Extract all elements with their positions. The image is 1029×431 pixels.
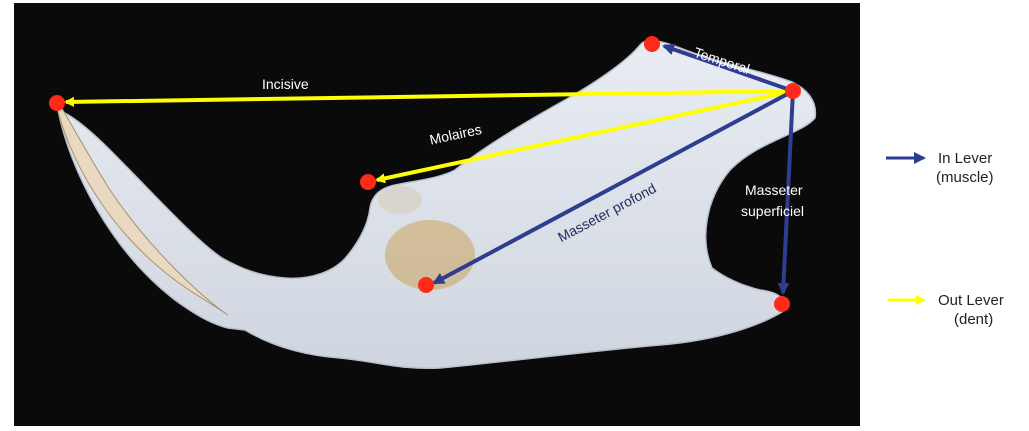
- landmark-molar: [360, 174, 376, 190]
- legend-out-lever-line1: Out Lever: [930, 291, 1029, 310]
- legend-out-lever-label: Out Lever (dent): [930, 291, 1029, 329]
- legend-in-lever-label: In Lever (muscle): [930, 149, 1029, 187]
- mandible-bone: [58, 41, 815, 369]
- landmark-masseter-profond: [418, 277, 434, 293]
- legend-in-lever-line2: (muscle): [930, 168, 1029, 187]
- landmark-origin: [785, 83, 801, 99]
- label-incisive: Incisive: [262, 76, 309, 92]
- legend-in-lever-line1: In Lever: [930, 149, 1029, 168]
- landmark-coronoid: [644, 36, 660, 52]
- legend-out-lever-line2: (dent): [930, 310, 1029, 329]
- landmark-incisor-tip: [49, 95, 65, 111]
- landmark-angular: [774, 296, 790, 312]
- molar-crown: [378, 186, 422, 214]
- label-masseter-superficiel-line2: superficiel: [741, 203, 804, 219]
- label-masseter-superficiel-line1: Masseter: [745, 182, 803, 198]
